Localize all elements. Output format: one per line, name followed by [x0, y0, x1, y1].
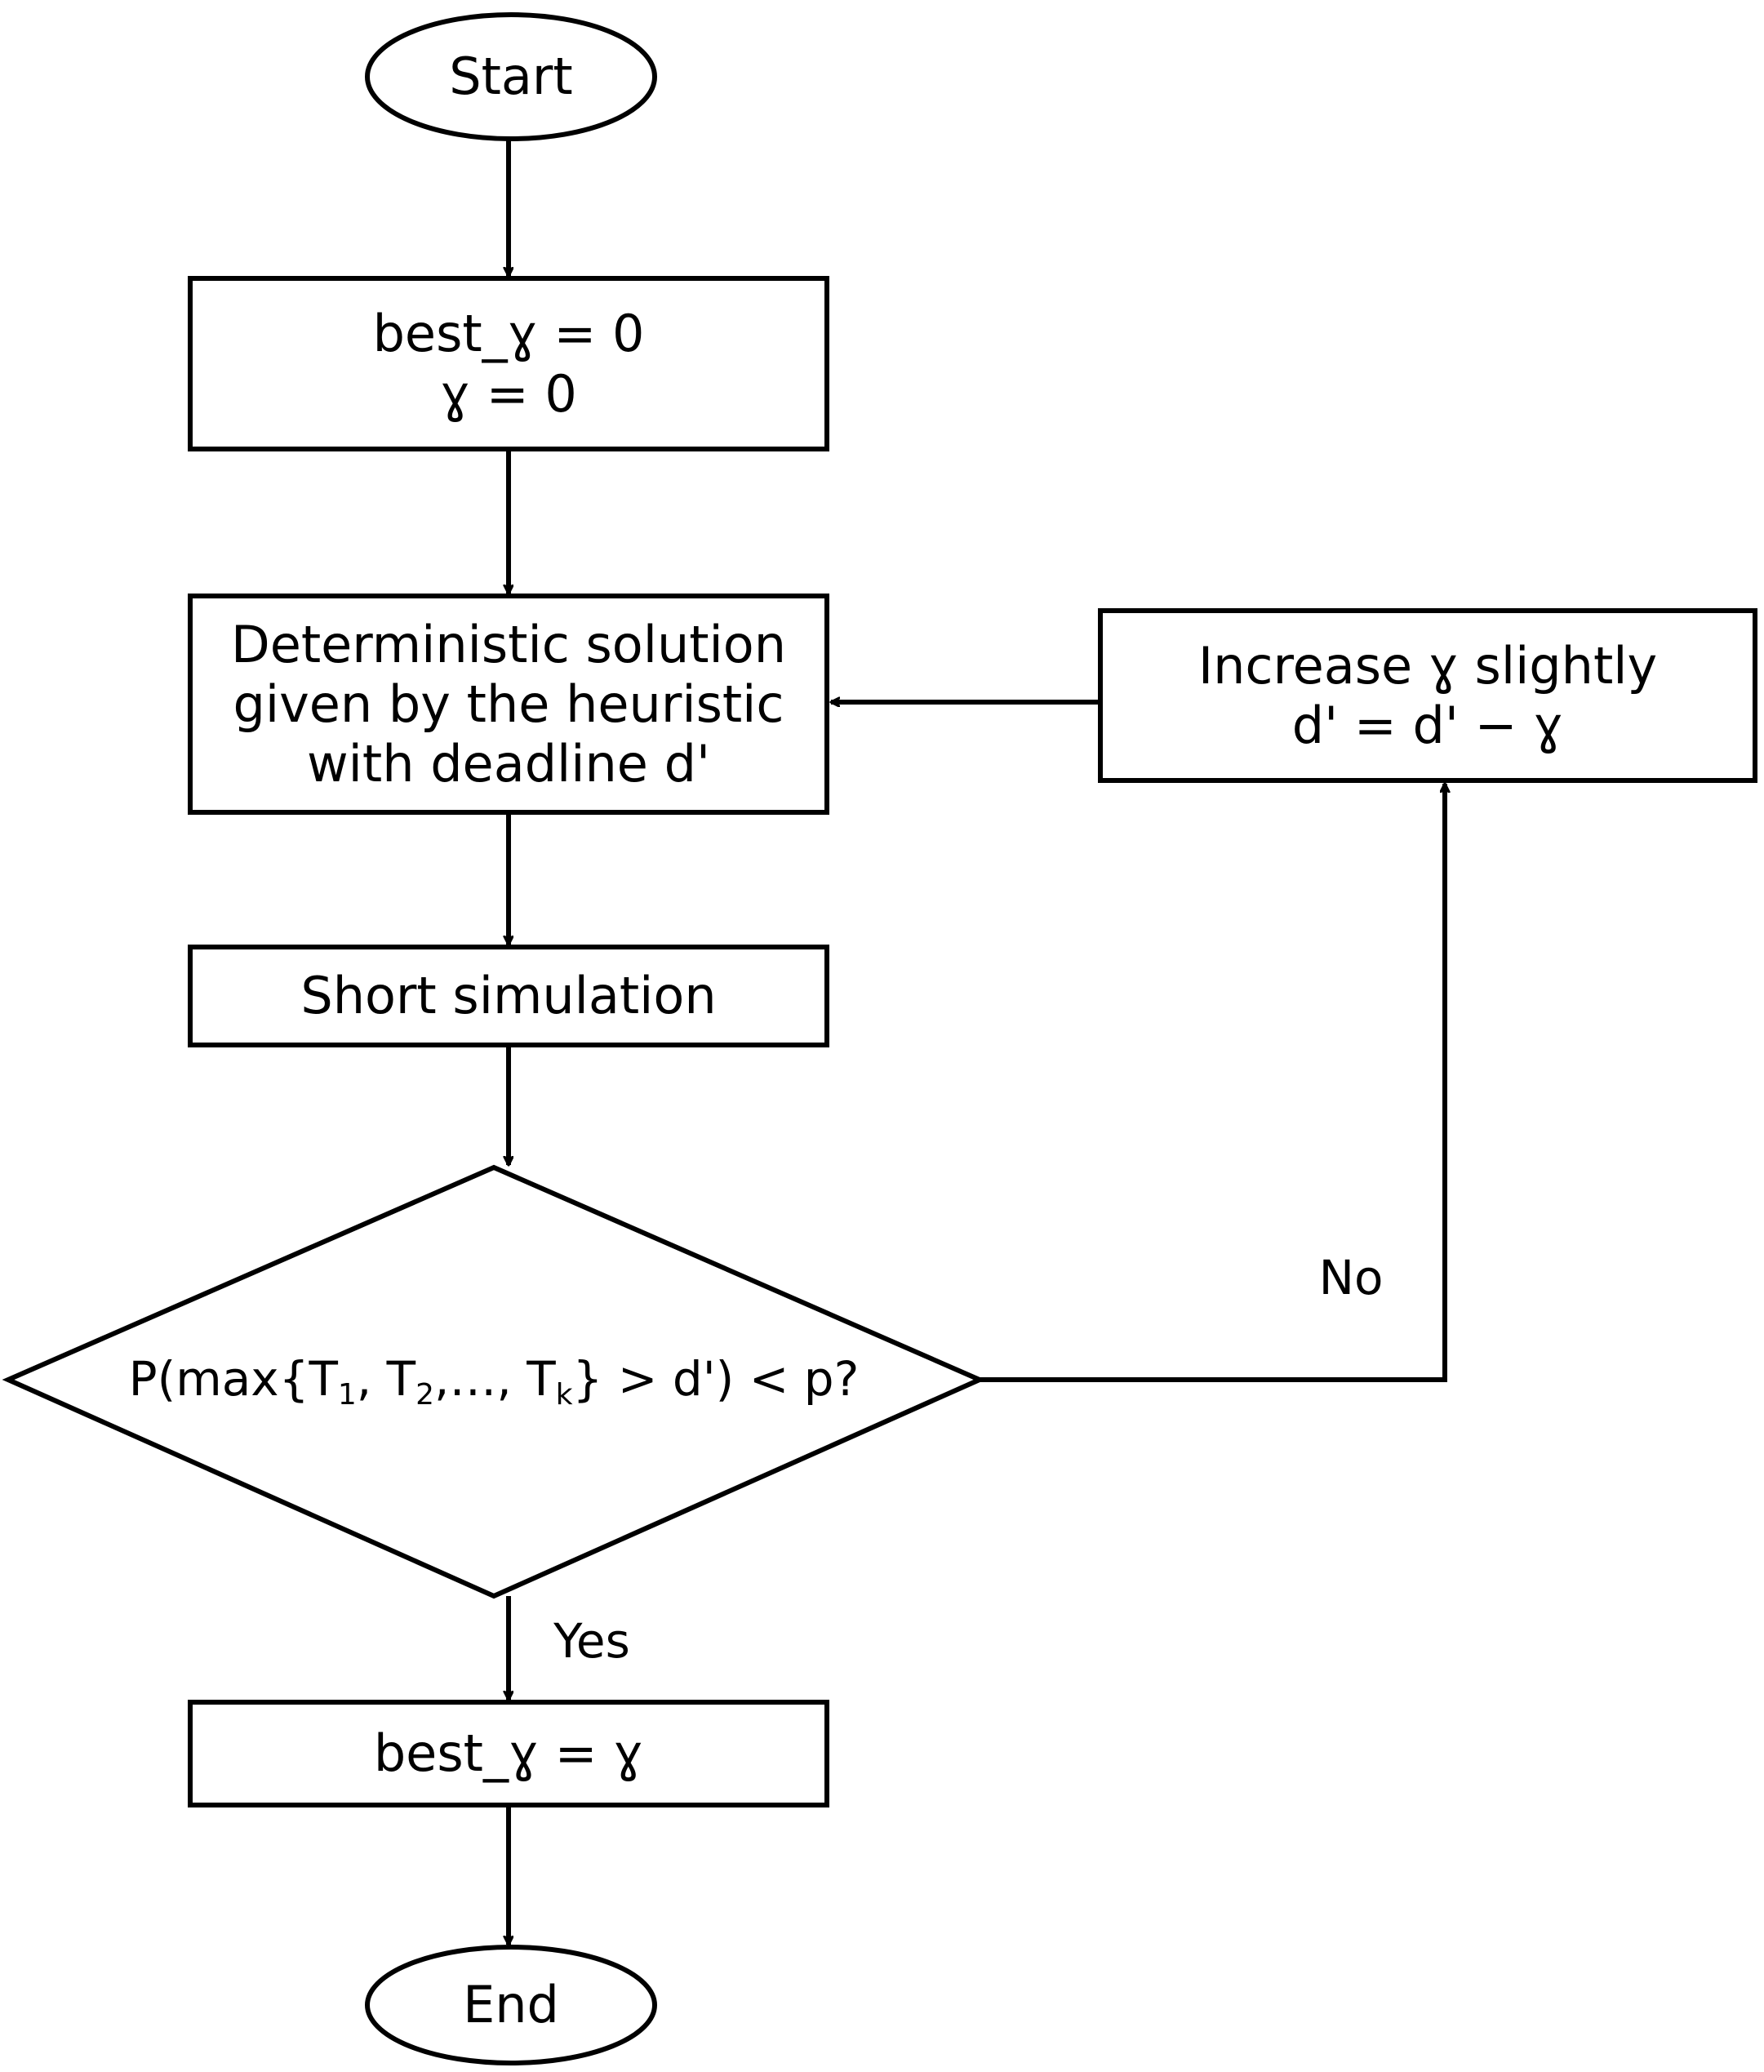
decision-node-shape[interactable] [2, 1164, 986, 1599]
start-node-shape[interactable] [365, 12, 657, 141]
end-node-shape[interactable] [365, 1945, 657, 2065]
simulation-node-shape[interactable] [188, 945, 829, 1047]
heuristic-node-shape[interactable] [188, 594, 829, 815]
assign-node-shape[interactable] [188, 1700, 829, 1807]
increase-node-shape[interactable] [1098, 608, 1757, 783]
edge-decision-no-to-increase [980, 784, 1445, 1382]
init-node-shape[interactable] [188, 276, 829, 451]
